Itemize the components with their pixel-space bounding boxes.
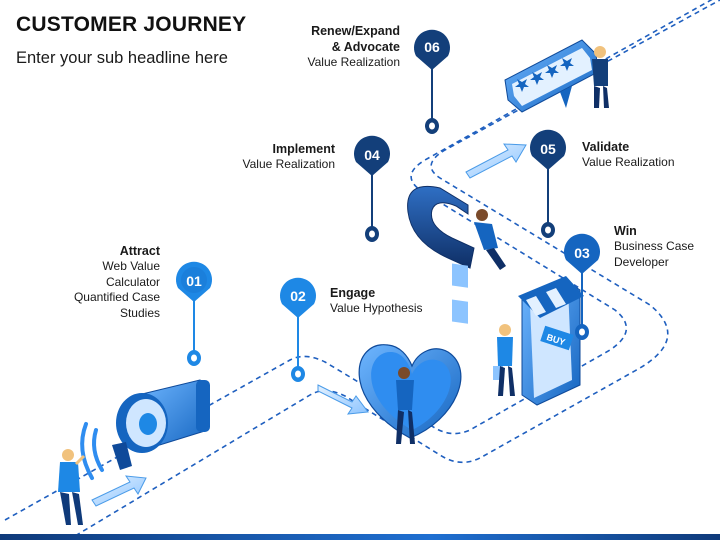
stage-06-line-1: Value Realization xyxy=(307,55,400,69)
stage-01-label: Attract Web Value Calculator Quantified … xyxy=(74,243,160,321)
footer-accent-bar xyxy=(0,534,720,540)
stage-03-line-1: Business Case xyxy=(614,239,695,253)
page-title: CUSTOMER JOURNEY xyxy=(16,13,247,36)
path-lane-outer xyxy=(4,0,713,521)
person-advocate-figure xyxy=(592,46,609,108)
pin-01-number: 01 xyxy=(186,273,202,289)
star-icon xyxy=(515,79,529,92)
stage-06-name: Renew/Expand xyxy=(311,24,400,38)
stage-02-label: Engage Value Hypothesis xyxy=(330,285,423,317)
sound-waves-icon xyxy=(80,422,104,480)
person-attract-figure xyxy=(58,449,86,525)
pin-05-marker: 05 xyxy=(530,129,566,238)
person-implement-figure xyxy=(474,209,506,270)
motion-arrow-3 xyxy=(465,143,527,179)
journey-path xyxy=(4,0,720,540)
stage-01-line-4: Studies xyxy=(119,305,160,320)
stage-05-name: Validate xyxy=(582,140,630,154)
star-icon xyxy=(560,58,574,71)
pin-05-number: 05 xyxy=(540,141,556,157)
pin-04-marker: 04 xyxy=(354,135,390,242)
megaphone-icon xyxy=(112,379,210,470)
stage-03-name: Win xyxy=(614,224,637,238)
pin-03-number: 03 xyxy=(574,245,590,261)
pin-04-number: 04 xyxy=(364,147,380,163)
stage-03-line-2: Developer xyxy=(614,254,669,269)
stage-01-line-2: Calculator xyxy=(105,274,160,289)
pin-06-number: 06 xyxy=(424,39,440,55)
pin-06-marker: 06 xyxy=(414,29,450,134)
stage-06-name-line-2: & Advocate xyxy=(331,40,400,54)
magnet-icon xyxy=(407,186,475,324)
pin-03-marker: 03 xyxy=(564,233,600,340)
page-subtitle: Enter your sub headline here xyxy=(16,49,228,67)
motion-arrow-1 xyxy=(91,475,147,507)
stage-02-name: Engage xyxy=(330,286,376,300)
stage-05-line-1: Value Realization xyxy=(582,155,675,169)
stage-02-line-1: Value Hypothesis xyxy=(330,301,423,315)
person-shopper-figure xyxy=(493,324,515,396)
stage-05-label: Validate Value Realization xyxy=(582,139,675,171)
stage-06-label: Renew/Expand & Advocate Value Realizatio… xyxy=(307,23,400,71)
rating-stars xyxy=(515,58,574,92)
path-lane-inner xyxy=(66,0,720,540)
motion-arrow-2 xyxy=(317,384,369,415)
stage-04-name: Implement xyxy=(272,142,335,156)
stage-03-label: Win Business Case Developer xyxy=(614,223,694,270)
stage-01-line-3: Quantified Case xyxy=(73,290,160,304)
stage-04-line-1: Value Realization xyxy=(242,157,335,171)
pin-02-number: 02 xyxy=(290,288,306,304)
star-icon xyxy=(545,65,559,78)
person-engage-figure xyxy=(396,367,415,444)
stage-01-line-1: Web Value xyxy=(102,259,160,273)
stage-04-label: Implement Value Realization xyxy=(242,141,335,173)
pin-02-marker: 02 xyxy=(280,277,316,382)
star-icon xyxy=(530,72,544,85)
stage-01-name: Attract xyxy=(119,244,160,258)
pin-01-marker: 01 xyxy=(176,261,212,366)
online-store-icon: BUY xyxy=(518,276,584,406)
